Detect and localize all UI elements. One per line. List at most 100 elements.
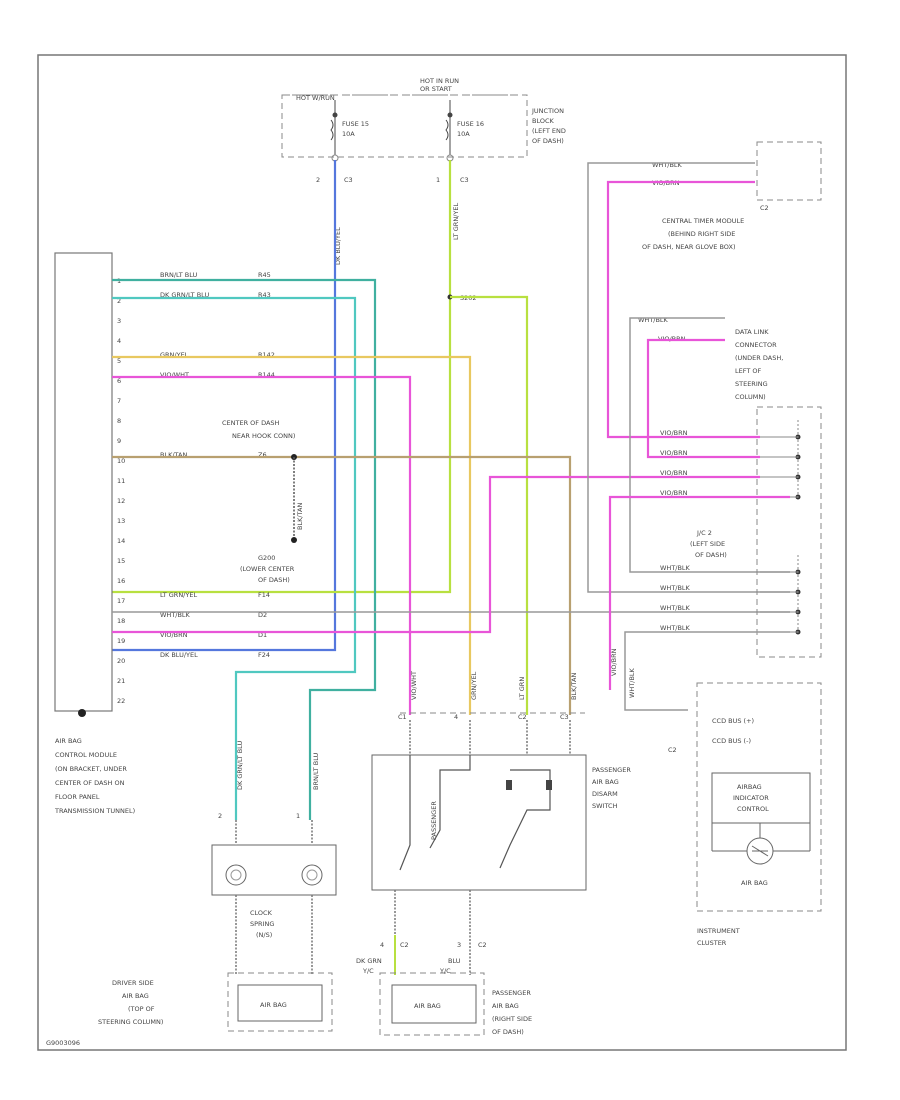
acm-wire-color-2: DK GRN/LT BLU <box>160 291 209 299</box>
ctm-label-1: CENTRAL TIMER MODULE <box>662 217 744 225</box>
sw-pin-2: 4 <box>454 713 458 721</box>
sw-pin-1: C1 <box>398 713 407 721</box>
jc2-wire-label-3: VIO/BRN <box>660 469 688 477</box>
acm-wire-color-20: DK BLU/YEL <box>160 651 198 659</box>
acm-wire-color-19: VIO/BRN <box>160 631 188 639</box>
acm-pin-15: 15 <box>117 557 125 565</box>
pass-conn-c2-b: C2 <box>478 941 487 949</box>
acm-wire-circuit-18: D2 <box>258 611 267 619</box>
wire-cyan <box>112 296 357 820</box>
jc2-wire-label-2: VIO/BRN <box>660 449 688 457</box>
ctm-wire1: WHT/BLK <box>652 161 683 169</box>
wire-tan <box>112 455 572 715</box>
driver-squib <box>237 984 323 1022</box>
clock-pin-1: 1 <box>296 812 300 820</box>
acm-box <box>54 252 113 712</box>
wire-pink-jc <box>608 495 790 690</box>
ctm-label-3: OF DASH, NEAR GLOVE BOX) <box>642 243 736 251</box>
driver-label-2: AIR BAG <box>122 992 149 1000</box>
acm-label-1: AIR BAG <box>55 737 82 745</box>
sw-wire-3: LT GRN <box>518 677 526 700</box>
ctm-label-2: (BEHIND RIGHT SIDE <box>668 230 735 238</box>
acm-wire-circuit-19: D1 <box>258 631 267 639</box>
wire-gray-ctm <box>587 162 790 593</box>
acm-pin-18: 18 <box>117 617 125 625</box>
cluster-conn: C2 <box>668 746 677 754</box>
driver-label-4: STEERING COLUMN) <box>98 1018 163 1026</box>
dl-label-3: (UNDER DASH, <box>735 354 783 362</box>
feed-top-label: HOT IN RUN <box>420 77 459 85</box>
clock-wire-1: DK GRN/LT BLU <box>236 741 244 790</box>
wire-pink-19 <box>112 475 760 634</box>
acm-wire-color-18: WHT/BLK <box>160 611 191 619</box>
pass-airbag-box <box>379 972 485 1036</box>
wire-gray-cluster <box>624 631 790 711</box>
wire-yellow <box>112 355 472 715</box>
clock-pin-2: 2 <box>218 812 222 820</box>
jc2-wire-label-6: WHT/BLK <box>660 584 691 592</box>
sw-internal: PASSENGER <box>430 801 438 840</box>
jc2-wire-label-1: VIO/BRN <box>660 429 688 437</box>
ind-box-2: INDICATOR <box>733 794 769 802</box>
jb-label-4: OF DASH) <box>532 137 564 145</box>
acm-pin-14: 14 <box>117 537 125 545</box>
dl-label-5: STEERING <box>735 380 768 388</box>
fuse16-label: FUSE 16 <box>457 120 484 128</box>
fuse16-amp: 10A <box>457 130 470 138</box>
switch-contact-1 <box>399 755 411 871</box>
acm-pin-5: 5 <box>117 357 121 365</box>
jc2-wire-label-5: WHT/BLK <box>660 564 691 572</box>
cluster-box <box>696 682 822 912</box>
ground-top-1: CENTER OF DASH <box>222 419 280 427</box>
jc2-pin-list: VIO/BRN VIO/BRN VIO/BRN VIO/BRN WHT/BLK WHT/B… <box>660 420 801 635</box>
acm-pin-19: 19 <box>117 637 125 645</box>
driver-label-1: DRIVER SIDE <box>112 979 154 987</box>
clockspring-coil-1 <box>225 864 247 886</box>
junction-block <box>281 94 528 158</box>
wire-pink-dl <box>646 338 760 459</box>
jc2-wire-label-4: VIO/BRN <box>660 489 688 497</box>
wire-teal <box>112 278 377 820</box>
acm-label-2: CONTROL MODULE <box>55 751 117 759</box>
jb-conn-left: C3 <box>344 176 353 184</box>
ccd-minus: CCD BUS (-) <box>712 737 751 745</box>
dl-label-6: COLUMN) <box>735 393 766 401</box>
wire-ltgrn-label: LT GRN/YEL <box>452 203 460 240</box>
acm-pin-9: 9 <box>117 437 121 445</box>
driver-label-3: (TOP OF <box>128 1005 155 1013</box>
clockspring-box <box>211 844 337 896</box>
pass-label-2: AIR BAG <box>492 1002 519 1010</box>
wire-lime-branch <box>450 295 529 715</box>
jb-pin-left: 2 <box>316 176 320 184</box>
wire-pink <box>112 375 412 715</box>
ground-bot-1: G200 <box>258 554 275 562</box>
feed-top2-label: OR START <box>420 85 452 93</box>
acm-label-5: FLOOR PANEL <box>55 793 100 801</box>
sw-pin-4: C3 <box>560 713 569 721</box>
switch-contact-2 <box>499 769 551 869</box>
wire-gray-dl <box>629 317 790 573</box>
jc2-pink-down-label: VIO/BRN <box>610 648 618 676</box>
fuse15-label: FUSE 15 <box>342 120 369 128</box>
clock-wire-2: BRN/LT BLU <box>312 752 320 790</box>
jc2-wire-label-8: WHT/BLK <box>660 624 691 632</box>
acm-wire-circuit-6: R144 <box>258 371 275 379</box>
wire-pink-ctm <box>606 180 760 439</box>
jb-label-3: (LEFT END <box>532 127 566 135</box>
clock-label-1: CLOCK <box>250 909 273 917</box>
acm-wire-color-5: GRN/YEL <box>160 351 189 359</box>
sw-wire-4: BLK/TAN <box>570 673 578 700</box>
sw-label-2: AIR BAG <box>592 778 619 786</box>
acm-wire-color-10: BLK/TAN <box>160 451 187 459</box>
acm-label-3: (ON BRACKET, UNDER <box>55 765 127 773</box>
lamp-label: AIR BAG <box>741 879 768 887</box>
pass-label-1: PASSENGER <box>492 989 531 997</box>
jb-pin-right: 1 <box>436 176 440 184</box>
pass-squib <box>391 984 477 1024</box>
acm-pin-13: 13 <box>117 517 125 525</box>
ctm-box <box>756 141 822 201</box>
acm-pin-12: 12 <box>117 497 125 505</box>
ind-box-1: AIRBAG <box>737 783 762 791</box>
